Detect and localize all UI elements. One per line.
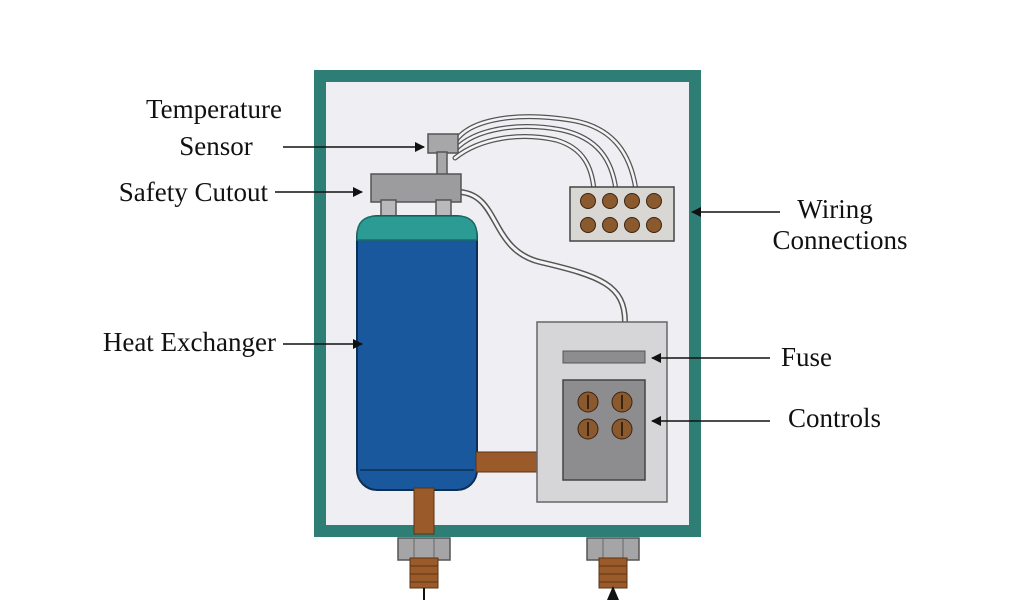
side-pipe [475, 451, 539, 473]
safety-cutout [370, 173, 462, 203]
label-heat-exchanger: Heat Exchanger [103, 327, 276, 357]
control-knob [611, 418, 633, 440]
inlet-fitting [397, 537, 451, 600]
label-fuse: Fuse [781, 342, 832, 372]
sensor-wires [452, 114, 639, 193]
heat-exchanger [356, 215, 478, 491]
control-knob [577, 418, 599, 440]
controls-panel [562, 379, 646, 481]
label-temperature-sensor-line1: Temperature [146, 94, 282, 124]
terminal-dot [580, 193, 596, 209]
terminal-dot [646, 193, 662, 209]
terminal-dot [602, 193, 618, 209]
cutout-to-controls-wire [459, 189, 628, 323]
fuse [562, 350, 646, 364]
control-knob [611, 391, 633, 413]
label-wiring-connections-line1: Wiring [797, 194, 872, 224]
terminal-dot [624, 217, 640, 233]
bottom-pipe [413, 487, 435, 535]
label-temperature-sensor-line2: Sensor [179, 131, 253, 161]
terminal-dot [646, 217, 662, 233]
terminal-dot [624, 193, 640, 209]
label-wiring-connections-line2: Connections [773, 225, 908, 255]
control-knob [577, 391, 599, 413]
terminal-block [569, 186, 675, 242]
label-safety-cutout: Safety Cutout [119, 177, 269, 207]
terminal-dot [602, 217, 618, 233]
outlet-fitting [586, 537, 640, 600]
temperature-sensor [427, 133, 459, 154]
temperature-sensor-stem [436, 151, 448, 177]
controls-box [536, 321, 668, 503]
label-controls: Controls [788, 403, 881, 433]
terminal-dot [580, 217, 596, 233]
